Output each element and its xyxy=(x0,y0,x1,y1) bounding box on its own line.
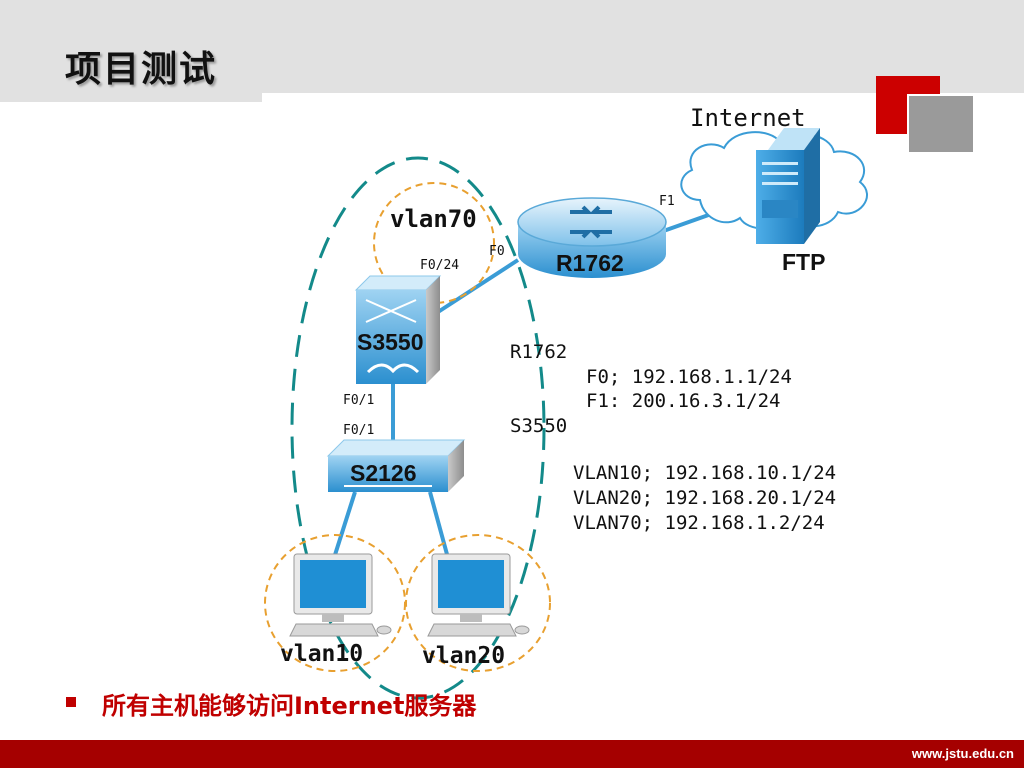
vlan20-label: vlan20 xyxy=(422,643,505,669)
s3550-switch-icon xyxy=(354,275,442,384)
s2126-switch-icon xyxy=(326,439,466,492)
s3550-name-label: S3550 xyxy=(357,329,424,355)
s3550-config-line-2: VLAN20; 192.168.20.1/24 xyxy=(573,487,836,509)
s3550-config-title: S3550 xyxy=(510,415,567,437)
ftp-label: FTP xyxy=(782,249,825,275)
vlan-group-outline xyxy=(290,156,546,700)
footer-url[interactable]: www.jstu.edu.cn xyxy=(911,746,1014,761)
decor-grey-square xyxy=(907,94,975,154)
s2126-name-label: S2126 xyxy=(350,460,417,486)
bullet-text: 所有主机能够访问Internet服务器 xyxy=(102,692,477,720)
r1762-config-line-1: F0; 192.168.1.1/24 xyxy=(586,366,792,388)
pc-vlan20-icon xyxy=(427,553,530,637)
title-notch xyxy=(262,93,1024,102)
s3550-config-line-1: VLAN10; 192.168.10.1/24 xyxy=(573,462,836,484)
internet-label: Internet xyxy=(690,104,806,132)
r1762-config-title: R1762 xyxy=(510,341,567,363)
s3550-config-line-3: VLAN70; 192.168.1.2/24 xyxy=(573,512,825,534)
pc-vlan10-icon xyxy=(289,553,392,637)
s3550-port-label: F0/24 xyxy=(420,258,459,273)
page-title: 项目测试 xyxy=(65,49,218,90)
vlan10-label: vlan10 xyxy=(280,641,363,667)
footer-bar: www.jstu.edu.cn xyxy=(0,740,1024,768)
vlan20-outline xyxy=(405,534,551,672)
ftp-server-icon xyxy=(756,128,820,244)
router-f0-label: F0 xyxy=(489,244,505,259)
s3550-f01-label: F0/1 xyxy=(343,393,374,408)
vlan70-outline xyxy=(373,182,495,304)
router-f1-label: F1 xyxy=(659,194,675,209)
vlan70-label: vlan70 xyxy=(390,205,477,233)
bullet-marker xyxy=(66,697,76,707)
router-name-label: R1762 xyxy=(556,250,624,276)
r1762-config-line-2: F1: 200.16.3.1/24 xyxy=(586,390,780,412)
title-bar xyxy=(0,0,1024,102)
s2126-f01-label: F0/1 xyxy=(343,423,374,438)
router-icon xyxy=(517,197,667,278)
